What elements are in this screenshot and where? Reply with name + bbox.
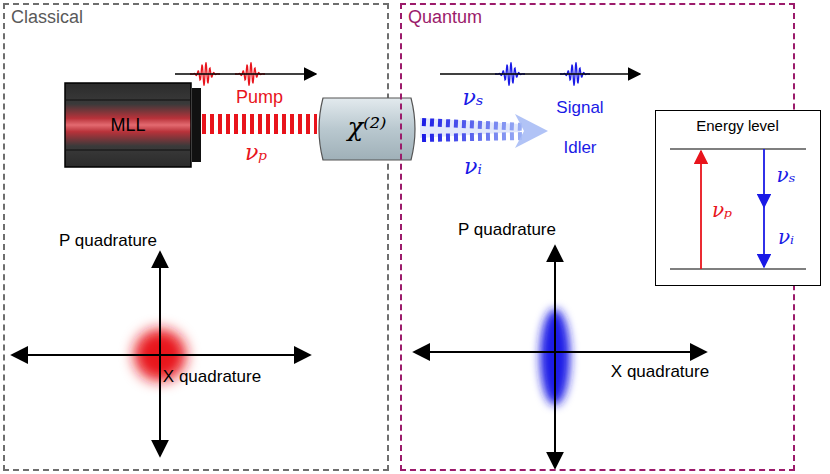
crystal-box: χ⁽²⁾ — [311, 96, 423, 162]
frequency-label: νᵢ — [464, 154, 482, 179]
frequency-label: νₛ — [777, 163, 796, 187]
beam-label: Idler — [563, 138, 596, 158]
node-label: Quantum — [408, 7, 482, 28]
frequency-label: νᵢ — [778, 225, 794, 249]
beam-label: Pump — [234, 87, 285, 108]
frequency-label: νₚ — [712, 198, 732, 222]
energy-level-box: Energy level — [655, 110, 821, 286]
node-label: Classical — [11, 7, 83, 28]
pump-beam — [202, 124, 317, 125]
beam-label: Signal — [556, 98, 603, 118]
frequency-label: νₚ — [245, 140, 267, 165]
node-label: Energy level — [656, 117, 819, 134]
frequency-label: νₛ — [463, 85, 484, 110]
axis-label: P quadrature — [458, 220, 556, 240]
axis-label: X quadrature — [163, 367, 261, 387]
laser-box: MLL — [64, 82, 202, 168]
energy-shape — [656, 111, 822, 287]
node-label: χ⁽²⁾ — [311, 96, 423, 158]
axis-label: X quadrature — [611, 362, 709, 382]
axis-label: P quadrature — [59, 231, 157, 251]
node-label: MLL — [64, 82, 192, 168]
